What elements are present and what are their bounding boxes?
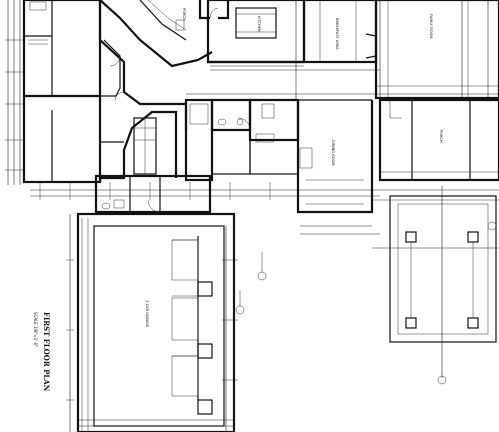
dining-room: DINING ROOM	[296, 99, 374, 214]
central-hall	[98, 0, 213, 182]
bath-utility	[184, 98, 313, 182]
rear-terrace	[372, 186, 499, 385]
drawing-scale: SCALE 1/8"=1'-0"	[33, 312, 38, 347]
room-label-breakfast: BREAKFAST AREA	[335, 18, 339, 50]
room-label-porch-right: PORCH	[439, 130, 443, 143]
left-dimension-lines	[5, 0, 24, 185]
bedroom-wing	[22, 0, 102, 184]
porch-top: PORCH	[182, 0, 230, 21]
bottom-dimension-lines	[78, 419, 234, 427]
mudroom	[94, 174, 212, 214]
room-label-family: FAMILY ROOM	[429, 14, 433, 38]
room-label-dining: DINING ROOM	[331, 140, 335, 165]
room-label-kitchen: KITCHEN	[257, 16, 261, 32]
section-markers	[235, 252, 267, 315]
drawing-title: FIRST FLOOR PLAN	[42, 312, 51, 392]
upper-dimension-lines	[186, 0, 499, 100]
porch-right: PORCH	[378, 98, 499, 182]
room-label-porch: PORCH	[182, 8, 186, 21]
breakfast-area: BREAKFAST AREA	[302, 0, 378, 64]
room-label-garage: 3-CAR GARAGE	[145, 300, 149, 328]
family-room: FAMILY ROOM	[365, 0, 499, 100]
garage: 3-CAR GARAGE	[66, 212, 238, 432]
kitchen: KITCHEN	[206, 0, 306, 64]
mid-dimension-lines	[30, 182, 499, 249]
drawing-title-block: FIRST FLOOR PLAN SCALE 1/8"=1'-0"	[33, 312, 51, 392]
